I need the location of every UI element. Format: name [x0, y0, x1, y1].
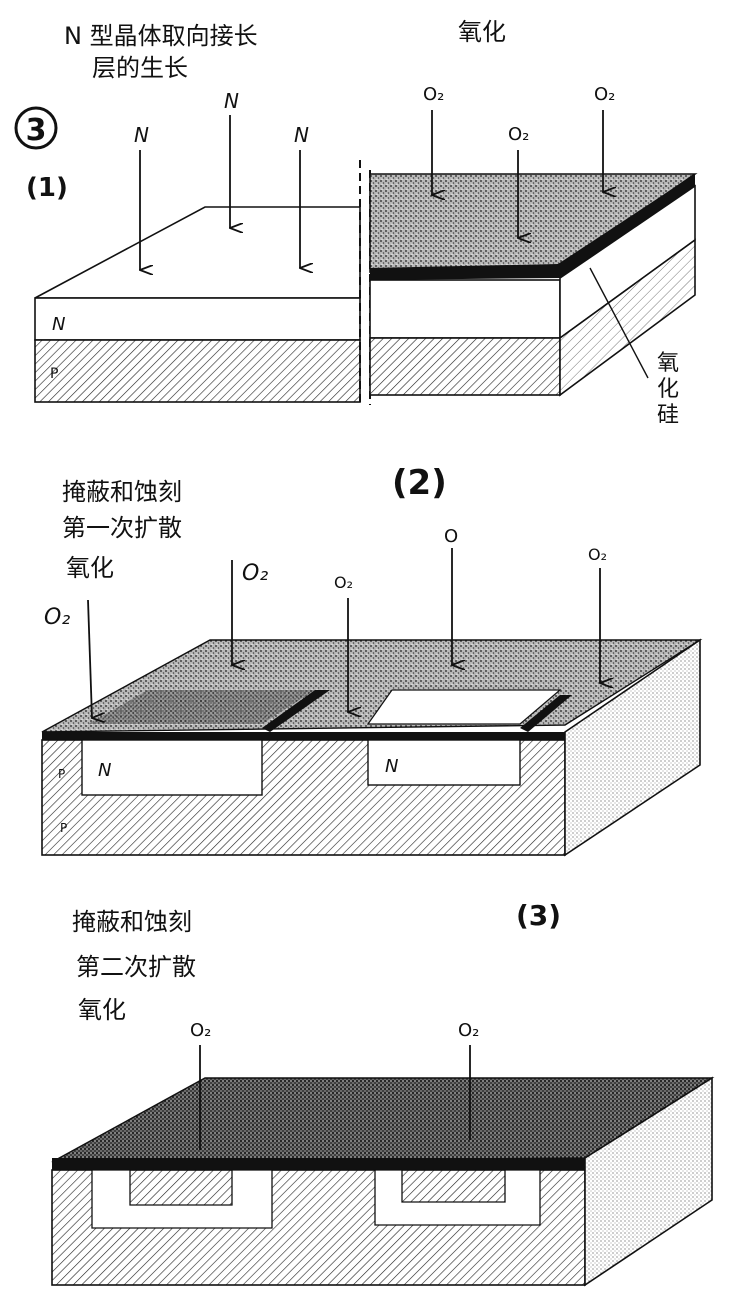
o2-label-3: O₂: [594, 84, 615, 105]
oxide-label-2: 化: [657, 377, 679, 402]
p3-well-1: [91, 1169, 273, 1229]
p-layer: [34, 339, 361, 403]
panel2-number: (2): [392, 463, 447, 503]
wafer3-oxide-front: [52, 1158, 585, 1170]
n-well-label-1: N: [98, 760, 111, 781]
p-layer-label: P: [50, 366, 58, 382]
panel2-step-3: 氧化: [66, 554, 114, 582]
panel3-step-1: 掩蔽和蚀刻: [72, 908, 192, 936]
p2-arrow-1: [87, 599, 92, 718]
n-arrow-label-2: N: [224, 89, 239, 113]
n-well-label-2: N: [385, 756, 398, 777]
p2-label-2: O₂: [242, 561, 268, 586]
oxide-callout-line: [589, 267, 649, 379]
panel2-step-2: 第一次扩散: [62, 514, 182, 542]
n-layer-right: [369, 279, 561, 339]
panel3-step-3: 氧化: [78, 996, 126, 1024]
panel-2: (2) 掩蔽和蚀刻 第一次扩散 氧化 N N P P O₂ O₂ O₂ O: [41, 463, 703, 857]
oxide-edge: [370, 174, 695, 280]
step-marker-circle: [14, 106, 58, 150]
oxide-label-1: 氧: [657, 351, 679, 376]
n-layer-label: N: [52, 314, 65, 335]
p3-well-2: [374, 1169, 541, 1226]
p2-label-3: O₂: [334, 573, 353, 592]
wafer2-oxide-front: [42, 732, 565, 740]
oxide-strip-2: [520, 695, 572, 732]
o2-label-2: O₂: [508, 124, 529, 145]
panel2-step-1: 掩蔽和蚀刻: [62, 478, 182, 506]
wafer-top-face: [34, 206, 361, 299]
step-marker: 3: [26, 113, 47, 148]
p2-label-5: O₂: [588, 545, 607, 564]
wafer2-side-face: [564, 638, 701, 857]
o2-label-1: O₂: [423, 84, 444, 105]
panel1-title-line2: 层的生长: [92, 54, 188, 82]
p2-label-1: O₂: [44, 605, 70, 630]
substrate-label-1: P: [58, 767, 65, 781]
n-well-2: [367, 739, 521, 786]
panel-1: N 型晶体取向接长 层的生长 氧化 3 (1) N P N N N: [14, 18, 698, 428]
p2-label-4: O: [444, 526, 458, 547]
panel-3: (3) 掩蔽和蚀刻 第二次扩散 氧化 O₂ O₂: [51, 899, 715, 1287]
substrate-label-2: P: [60, 821, 67, 835]
oxide-strip-1: [262, 690, 330, 732]
panel1-title-line1: N 型晶体取向接长: [64, 22, 258, 50]
n-arrow-label-3: N: [294, 123, 309, 147]
panel3-step-2: 第二次扩散: [76, 953, 196, 981]
p3-label-1: O₂: [190, 1020, 211, 1041]
panel1-number: (1): [26, 173, 68, 203]
oxide-label-3: 硅: [657, 403, 679, 428]
window-1-top: [88, 690, 315, 724]
p-layer-right: [369, 337, 561, 396]
wafer3-side-face: [584, 1076, 713, 1287]
panel3-number: (3): [516, 899, 561, 932]
window-2-top: [366, 689, 562, 725]
p3-label-2: O₂: [458, 1020, 479, 1041]
side-face-lower: [559, 238, 696, 397]
n-well-1: [81, 739, 263, 796]
panel1-right-title: 氧化: [458, 18, 506, 46]
n-layer: [34, 297, 361, 341]
n-arrow-label-1: N: [134, 123, 149, 147]
